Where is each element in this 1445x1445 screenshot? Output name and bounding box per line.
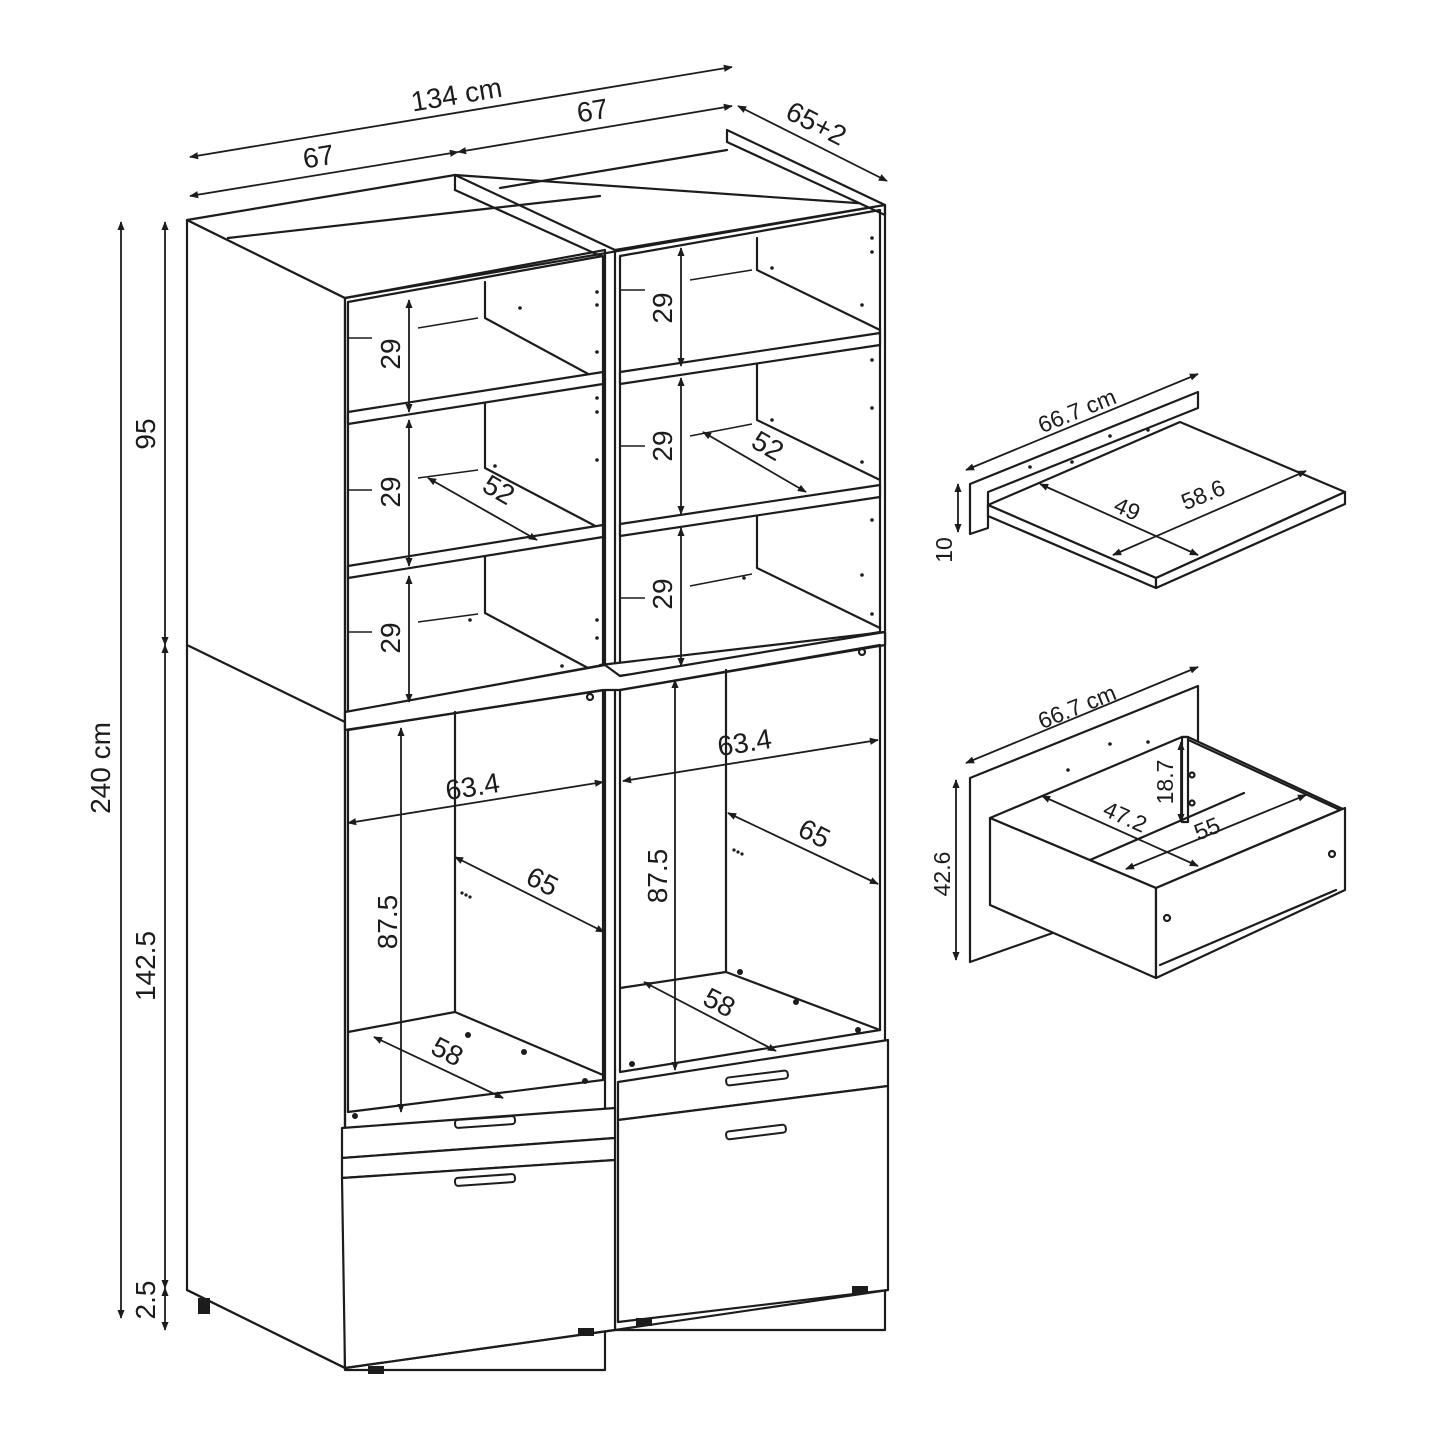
screw-icon [1162, 913, 1172, 923]
lower-height-label: 87.5 [372, 895, 403, 950]
width-right-dimension [457, 103, 733, 155]
left-front-drawers [340, 1106, 617, 1370]
width-left-label: 67 [301, 139, 337, 175]
lower-depth-label: 65 [793, 813, 835, 855]
left-unit-front [343, 248, 607, 1372]
compartment-height-label: 29 [375, 476, 406, 507]
feet [198, 1286, 868, 1374]
door-front [616, 1084, 890, 1324]
lower-depth-label: 65 [521, 861, 563, 903]
handle-icon [725, 1069, 789, 1087]
screw-icon [1327, 849, 1337, 859]
height-total-label: 240 cm [85, 722, 116, 814]
handle-icon [453, 1115, 517, 1129]
width-left-dimension [189, 149, 459, 199]
compartment-height-label: 29 [647, 578, 678, 609]
right-unit-front [613, 203, 887, 1332]
compartment-height-label: 29 [375, 622, 406, 653]
drawer-height-label: 42.6 [929, 852, 955, 897]
height-lower-label: 142.5 [130, 931, 161, 1001]
width-right-label: 67 [575, 93, 611, 129]
handle-icon [453, 1173, 517, 1187]
shelf [346, 523, 605, 580]
right-front-drawers [616, 1038, 890, 1324]
floor-depth-label: 58 [698, 982, 740, 1024]
depth-dimension [737, 105, 888, 182]
height-upper-label: 95 [130, 418, 161, 449]
shelf [618, 331, 882, 386]
dimension-lines [117, 64, 888, 1331]
depth-label: 65+2 [781, 95, 851, 151]
dimension-labels: 134 cm 67 67 65+2 240 cm 95 142.5 2.5 29… [85, 72, 851, 1320]
compartment-height-label: 29 [647, 292, 678, 323]
compartment-depth-label: 52 [478, 469, 520, 511]
shelf [346, 370, 605, 426]
lower-width-label: 63.4 [715, 723, 774, 762]
lower-height-label: 87.5 [642, 849, 673, 904]
drawer-detail: 66.7 cm 42.6 18.7 47.2 55 [929, 666, 1347, 980]
right-upper-unit [598, 208, 887, 680]
floor-depth-label: 58 [426, 1031, 468, 1073]
compartment-height-label: 29 [647, 430, 678, 461]
pullout-shelf-detail: 66.7 cm 10 49 58.6 [931, 373, 1347, 590]
drawer-inner-height-label: 18.7 [1152, 760, 1178, 805]
height-feet-label: 2.5 [130, 1281, 161, 1320]
wardrobe [185, 128, 890, 1374]
shelf-height-label: 10 [931, 537, 957, 563]
handle-icon [725, 1123, 787, 1141]
compartment-height-label: 29 [375, 338, 406, 369]
width-total-label: 134 cm [409, 72, 505, 118]
shelf [618, 483, 882, 538]
side-panel [185, 218, 347, 1370]
